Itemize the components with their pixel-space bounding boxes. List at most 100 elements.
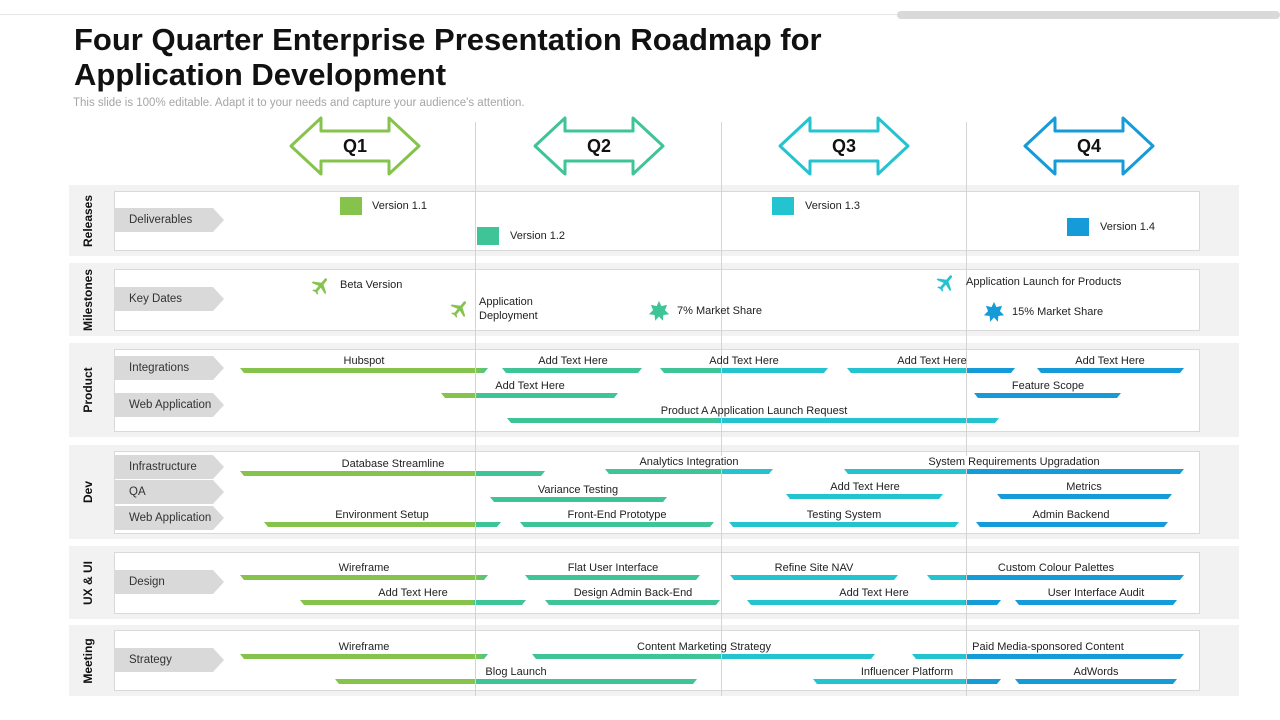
task-bar [240,368,488,373]
quarter-q1-arrow: Q1 [289,115,421,177]
task-bar [1015,679,1177,684]
double-arrow-icon [778,116,910,176]
task-label: Metrics [1062,481,1106,493]
task-bar [264,522,501,527]
task-label: Paid Media-sponsored Content [972,641,1124,653]
task-bar [729,522,959,527]
task-label: Hubspot [343,355,385,367]
row-label-key-dates: Key Dates [114,287,224,311]
section-label: Dev [81,480,95,504]
milestone-label: Application Deployment [479,296,538,322]
milestone-label: Application Launch for Products [966,276,1122,288]
task-label: Feature Scope [1011,380,1085,392]
quarter-divider [475,122,476,696]
task-bar [927,575,1184,580]
task-bar [605,469,773,474]
release-marker [340,197,362,215]
task-bar [240,654,488,659]
task-bar [747,600,1001,605]
task-bar [507,418,999,423]
task-bar [520,522,714,527]
task-label: System Requirements Upgradation [924,456,1104,468]
milestone-label: Beta Version [340,279,403,291]
task-label: Wireframe [338,562,390,574]
task-label: Analytics Integration [635,456,743,468]
section-label: Releases [81,194,95,247]
section-label: UX & UI [81,560,95,605]
task-bar [976,522,1168,527]
row-label-qa: QA [114,480,224,504]
section-releases: Releases [69,185,1239,256]
section-label: Milestones [81,268,95,331]
double-arrow-icon [1023,116,1155,176]
task-bar [730,575,898,580]
task-bar [974,393,1121,398]
task-bar [1037,368,1184,373]
release-label: Version 1.1 [372,200,428,212]
section-label: Meeting [81,637,95,684]
quarter-q4-arrow: Q4 [1023,115,1155,177]
task-bar [300,600,526,605]
task-bar [240,575,488,580]
row-label-deliverables: Deliverables [114,208,224,232]
task-bar [240,471,545,476]
task-label: Add Text Here [538,355,608,367]
quarter-label: Q1 [342,136,367,156]
row-label-web-application: Web Application [114,393,224,417]
top-divider [0,14,900,15]
task-label: Refine Site NAV [774,562,854,574]
quarter-divider [966,122,967,696]
airplane-icon [450,301,467,318]
task-bar [847,368,1015,373]
task-label: Flat User Interface [567,562,659,574]
task-label: Add Text Here [839,587,909,599]
milestone-label: 15% Market Share [1012,306,1104,318]
page-subtitle: This slide is 100% editable. Adapt it to… [73,97,525,109]
task-label: Add Text Here [378,587,448,599]
task-label: Testing System [806,509,882,521]
airplane-icon [936,275,953,292]
row-label-design: Design [114,570,224,594]
task-label: Admin Backend [1032,509,1110,521]
milestone-label: 7% Market Share [677,305,762,317]
task-bar [786,494,943,499]
section-milestones: Milestones [69,263,1239,336]
task-label: User Interface Audit [1047,587,1145,599]
task-label: Add Text Here [897,355,967,367]
release-marker [477,227,499,245]
task-bar [1015,600,1177,605]
airplane-icon [311,278,328,295]
task-label: Add Text Here [1075,355,1145,367]
task-bar [502,368,642,373]
task-label: Custom Colour Palettes [997,562,1115,574]
quarter-q2-arrow: Q2 [533,115,665,177]
page-title: Four Quarter Enterprise Presentation Roa… [74,22,822,92]
double-arrow-icon [289,116,421,176]
row-label-integrations: Integrations [114,356,224,380]
release-label: Version 1.3 [805,200,861,212]
star-icon [648,300,670,321]
task-label: Variance Testing [537,484,619,496]
task-label: Database Streamline [341,458,445,470]
section-meeting: Meeting [69,625,1239,696]
task-bar [997,494,1172,499]
section-panel [114,191,1200,251]
quarter-label: Q4 [1076,136,1101,156]
double-arrow-icon [533,116,665,176]
task-bar [525,575,700,580]
section-label: Product [81,367,95,413]
task-bar [335,679,697,684]
release-marker [772,197,794,215]
task-bar [844,469,1184,474]
release-label: Version 1.4 [1100,221,1156,233]
scroll-indicator[interactable] [897,11,1280,19]
task-label: Design Admin Back-End [573,587,693,599]
task-label: Content Marketing Strategy [637,641,771,653]
task-bar [545,600,720,605]
section-panel [114,269,1200,331]
star-icon [983,301,1005,322]
task-label: Wireframe [338,641,390,653]
task-bar [813,679,1001,684]
row-label-strategy: Strategy [114,648,224,672]
row-label-infrastructure: Infrastructure [114,455,224,479]
